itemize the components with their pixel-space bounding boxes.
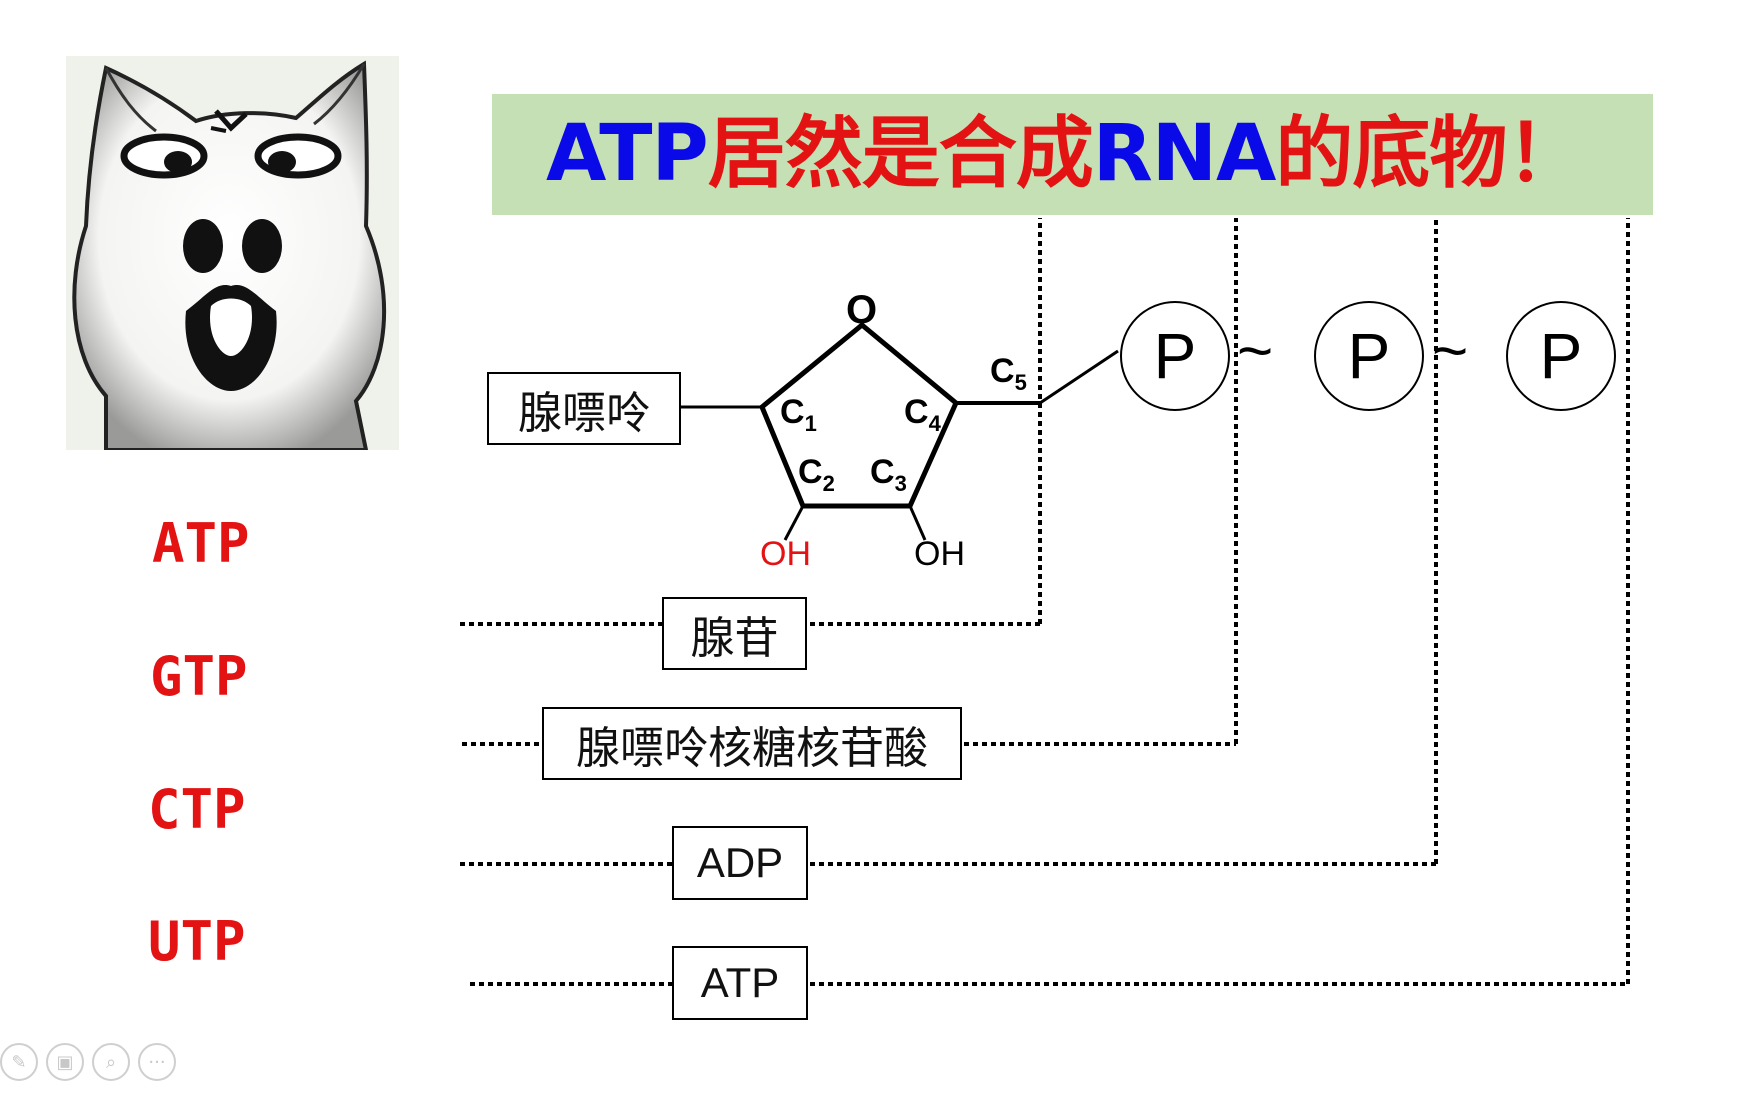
atom-c2: C2 xyxy=(798,453,835,496)
atp-box: ATP xyxy=(672,946,808,1020)
phosphate-1: P xyxy=(1120,301,1230,411)
title-banner: ATP居然是合成RNA的底物！ xyxy=(492,94,1653,215)
ring-oxygen: O xyxy=(846,288,878,332)
zoom-icon[interactable]: ⌕ xyxy=(92,1043,130,1081)
high-energy-bond-1: ~ xyxy=(1237,317,1274,386)
title-part-rna: RNA xyxy=(1092,109,1277,199)
title-part-mid: 居然是合成 xyxy=(707,109,1094,199)
label-ctp: CTP xyxy=(148,778,246,841)
label-gtp: GTP xyxy=(150,645,248,708)
oh-right: OH xyxy=(914,535,965,573)
adp-box: ADP xyxy=(672,826,808,900)
high-energy-bond-2: ~ xyxy=(1432,317,1469,386)
title-part-end: 的底物！ xyxy=(1275,109,1584,199)
phosphate-3: P xyxy=(1506,301,1616,411)
oh-left: OH xyxy=(760,535,811,573)
copy-icon[interactable]: ▣ xyxy=(46,1043,84,1081)
label-utp: UTP xyxy=(148,910,246,973)
title-part-atp: ATP xyxy=(546,109,709,199)
atom-c5: C5 xyxy=(990,352,1027,395)
cartoon-cat-image xyxy=(66,56,399,450)
oh-right-bond xyxy=(908,505,927,541)
atom-c4: C4 xyxy=(904,393,941,436)
more-icon[interactable]: ··· xyxy=(138,1043,176,1081)
pen-icon[interactable]: ✎ xyxy=(0,1043,38,1081)
atom-c3: C3 xyxy=(870,453,907,496)
page-title: ATP居然是合成RNA的底物！ xyxy=(546,104,1584,204)
amp-box: 腺嘌呤核糖核苷酸 xyxy=(542,707,962,780)
c5-p-bond xyxy=(1039,349,1119,405)
label-atp: ATP xyxy=(152,512,250,575)
base-label-box: 腺嘌呤 xyxy=(487,372,681,445)
phosphate-2: P xyxy=(1314,301,1424,411)
presentation-toolbar: ✎ ▣ ⌕ ··· xyxy=(0,1043,176,1083)
atom-c1: C1 xyxy=(780,393,817,436)
adenosine-box: 腺苷 xyxy=(662,597,807,670)
ribose-ring xyxy=(758,321,960,509)
oh-left-bond xyxy=(783,505,805,541)
